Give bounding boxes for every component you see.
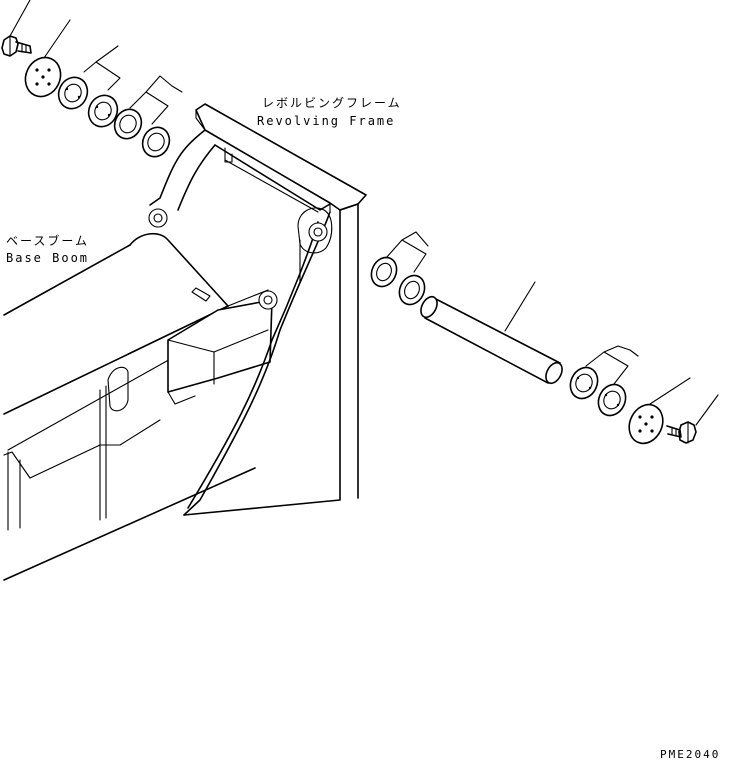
spacer-pair-right xyxy=(370,256,426,306)
bolt-right xyxy=(666,421,697,444)
pin xyxy=(420,295,563,385)
leader-lines xyxy=(9,0,719,426)
revolving-frame-label-jp: レボルビングフレーム xyxy=(262,96,402,110)
drawing-code: PME2040 xyxy=(660,748,721,761)
bolt-upper xyxy=(1,35,32,57)
revolving-frame-label-en: Revolving Frame xyxy=(257,114,396,128)
base-boom-label-en: Base Boom xyxy=(6,251,90,265)
plate-upper xyxy=(24,56,62,98)
revolving-frame xyxy=(149,103,367,516)
spacer-pair-upper xyxy=(113,108,171,158)
shim-pair-right xyxy=(569,366,627,417)
shim-pair-upper xyxy=(57,76,119,128)
plate-right xyxy=(628,403,664,445)
base-boom-label-jp: ベースブーム xyxy=(6,234,90,248)
base-boom xyxy=(3,208,278,581)
